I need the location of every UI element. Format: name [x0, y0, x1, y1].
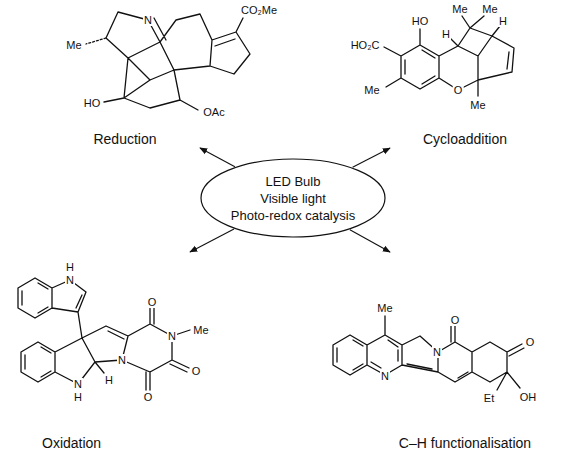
atom-label: N [65, 274, 75, 286]
structure-node: C–H functionalisation [390, 252, 540, 452]
atom-label: Me [192, 324, 209, 336]
structure-node: Oxidation [0, 252, 190, 452]
arrow-connector [190, 229, 234, 252]
atom-label: HO₂C [350, 39, 381, 51]
ellipse-shape [201, 159, 385, 237]
cycloaddition-skeleton [384, 16, 514, 96]
atom-label: O [143, 391, 154, 403]
atom-label: Me [481, 3, 498, 15]
atom-label: Me [451, 3, 468, 15]
structure-node: Reduction [50, 4, 200, 148]
oxidation-skeleton [18, 278, 190, 390]
atom-label: Et [483, 392, 495, 404]
atom-label: H [65, 261, 75, 273]
atom-label: Me [469, 99, 486, 111]
atom-label: O [147, 296, 158, 308]
caption: Oxidation [42, 434, 101, 452]
atom-label: Me [65, 39, 82, 51]
arrow-connector [200, 148, 235, 167]
atom-label: HO [411, 15, 430, 27]
atom-label: OH [519, 391, 538, 403]
caption: Cycloaddition [423, 130, 507, 148]
node-text: Visible light [260, 190, 326, 207]
atom-label: O [453, 84, 464, 96]
atom-label: H [104, 374, 114, 386]
atom-label: N [143, 14, 153, 26]
atom-label: N [380, 370, 390, 382]
reduction-skeleton [104, 12, 250, 110]
node-text: Photo-redox catalysis [231, 207, 355, 224]
atom-label: Me [376, 302, 393, 314]
atom-label: O [450, 314, 461, 326]
hashed-bond [86, 38, 106, 44]
caption: C–H functionalisation [399, 434, 531, 452]
caption: Reduction [93, 130, 156, 148]
atom-label: H [498, 15, 508, 27]
atom-label: OAc [202, 106, 225, 118]
arrow-connector [353, 148, 390, 167]
atom-label: N [117, 354, 127, 366]
atom-label: H [73, 391, 83, 403]
atom-label: O [191, 365, 202, 377]
c-h-skeleton [333, 316, 524, 390]
ellipse-node: LED BulbVisible lightPhoto-redox catalys… [200, 158, 386, 238]
node-text: LED Bulb [266, 173, 321, 190]
atom-label: N [73, 378, 83, 390]
arrow-connector [350, 230, 390, 252]
atom-label: CO₂Me [240, 4, 278, 16]
atom-label: O [525, 336, 536, 348]
atom-label: N [432, 346, 442, 358]
atom-label: HO [83, 97, 102, 109]
atom-label: Me [363, 84, 380, 96]
atom-label: H [441, 28, 451, 40]
atom-label: N [167, 330, 177, 342]
